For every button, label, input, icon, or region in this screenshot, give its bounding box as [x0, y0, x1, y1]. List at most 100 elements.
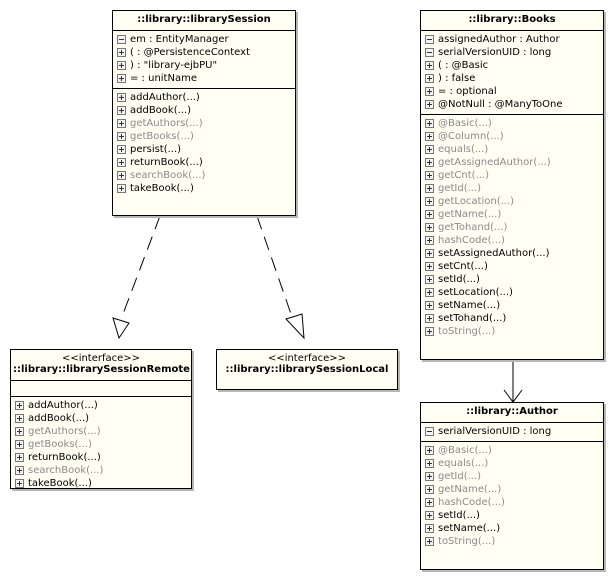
attribute-row[interactable]: serialVersionUID : long	[425, 425, 599, 438]
expand-plus-icon[interactable]	[425, 158, 434, 167]
expand-plus-icon[interactable]	[425, 537, 434, 546]
attribute-row[interactable]: ) : false	[425, 72, 599, 85]
expand-plus-icon[interactable]	[425, 184, 434, 193]
collapse-minus-icon[interactable]	[117, 35, 126, 44]
operation-row[interactable]: getAuthors(...)	[15, 425, 187, 438]
attribute-row[interactable]: ( : @Basic	[425, 59, 599, 72]
operation-row[interactable]: toString(...)	[425, 535, 599, 548]
attribute-row[interactable]: ( : @PersistenceContext	[117, 46, 291, 59]
expand-plus-icon[interactable]	[425, 275, 434, 284]
expand-plus-icon[interactable]	[117, 48, 126, 57]
class-books[interactable]: ::library::Books assignedAuthor : Author…	[420, 10, 604, 360]
expand-plus-icon[interactable]	[425, 262, 434, 271]
expand-plus-icon[interactable]	[425, 236, 434, 245]
attribute-row[interactable]: serialVersionUID : long	[425, 46, 599, 59]
operation-row[interactable]: setName(...)	[425, 299, 599, 312]
operation-row[interactable]: getBooks(...)	[15, 438, 187, 451]
expand-plus-icon[interactable]	[425, 100, 434, 109]
collapse-minus-icon[interactable]	[425, 427, 434, 436]
operation-row[interactable]: getBooks(...)	[117, 130, 291, 143]
expand-plus-icon[interactable]	[425, 327, 434, 336]
expand-plus-icon[interactable]	[117, 145, 126, 154]
operation-row[interactable]: hashCode(...)	[425, 234, 599, 247]
operation-row[interactable]: @Basic(...)	[425, 117, 599, 130]
expand-plus-icon[interactable]	[117, 61, 126, 70]
expand-plus-icon[interactable]	[15, 440, 24, 449]
attribute-row[interactable]: @NotNull : @ManyToOne	[425, 98, 599, 111]
operation-row[interactable]: toString(...)	[425, 325, 599, 338]
attribute-row[interactable]: = : optional	[425, 85, 599, 98]
operation-row[interactable]: getName(...)	[425, 208, 599, 221]
expand-plus-icon[interactable]	[425, 498, 434, 507]
operation-row[interactable]: setCnt(...)	[425, 260, 599, 273]
operation-row[interactable]: getAuthors(...)	[117, 117, 291, 130]
expand-plus-icon[interactable]	[425, 314, 434, 323]
operation-row[interactable]: hashCode(...)	[425, 496, 599, 509]
operation-row[interactable]: setTohand(...)	[425, 312, 599, 325]
expand-plus-icon[interactable]	[425, 119, 434, 128]
attribute-row[interactable]: ) : "library-ejbPU"	[117, 59, 291, 72]
expand-plus-icon[interactable]	[117, 158, 126, 167]
operation-row[interactable]: setAssignedAuthor(...)	[425, 247, 599, 260]
expand-plus-icon[interactable]	[425, 446, 434, 455]
expand-plus-icon[interactable]	[425, 223, 434, 232]
operation-row[interactable]: persist(...)	[117, 143, 291, 156]
expand-plus-icon[interactable]	[117, 74, 126, 83]
expand-plus-icon[interactable]	[425, 459, 434, 468]
operation-row[interactable]: getAssignedAuthor(...)	[425, 156, 599, 169]
expand-plus-icon[interactable]	[117, 132, 126, 141]
expand-plus-icon[interactable]	[117, 106, 126, 115]
expand-plus-icon[interactable]	[425, 472, 434, 481]
operation-row[interactable]: searchBook(...)	[117, 169, 291, 182]
expand-plus-icon[interactable]	[425, 485, 434, 494]
operation-row[interactable]: searchBook(...)	[15, 464, 187, 477]
operation-row[interactable]: returnBook(...)	[15, 451, 187, 464]
attribute-row[interactable]: assignedAuthor : Author	[425, 33, 599, 46]
expand-plus-icon[interactable]	[425, 524, 434, 533]
operation-row[interactable]: setLocation(...)	[425, 286, 599, 299]
operation-row[interactable]: addAuthor(...)	[15, 399, 187, 412]
operation-row[interactable]: returnBook(...)	[117, 156, 291, 169]
expand-plus-icon[interactable]	[117, 93, 126, 102]
operation-row[interactable]: addAuthor(...)	[117, 91, 291, 104]
operation-row[interactable]: getLocation(...)	[425, 195, 599, 208]
interface-library-session-remote[interactable]: <<interface>> ::library::librarySessionR…	[10, 349, 192, 489]
operation-row[interactable]: setId(...)	[425, 273, 599, 286]
expand-plus-icon[interactable]	[425, 74, 434, 83]
expand-plus-icon[interactable]	[425, 288, 434, 297]
collapse-minus-icon[interactable]	[425, 35, 434, 44]
expand-plus-icon[interactable]	[425, 197, 434, 206]
expand-plus-icon[interactable]	[425, 87, 434, 96]
operation-row[interactable]: getId(...)	[425, 182, 599, 195]
expand-plus-icon[interactable]	[425, 511, 434, 520]
expand-plus-icon[interactable]	[425, 61, 434, 70]
operation-row[interactable]: takeBook(...)	[15, 477, 187, 490]
operation-row[interactable]: getId(...)	[425, 470, 599, 483]
operation-row[interactable]: setId(...)	[425, 509, 599, 522]
operation-row[interactable]: @Column(...)	[425, 130, 599, 143]
class-author[interactable]: ::library::Author serialVersionUID : lon…	[420, 402, 604, 570]
expand-plus-icon[interactable]	[117, 119, 126, 128]
expand-plus-icon[interactable]	[15, 466, 24, 475]
expand-plus-icon[interactable]	[15, 479, 24, 488]
interface-library-session-local[interactable]: <<interface>> ::library::librarySessionL…	[216, 349, 398, 390]
expand-plus-icon[interactable]	[425, 171, 434, 180]
expand-plus-icon[interactable]	[117, 184, 126, 193]
operation-row[interactable]: equals(...)	[425, 457, 599, 470]
collapse-minus-icon[interactable]	[425, 48, 434, 57]
operation-row[interactable]: getTohand(...)	[425, 221, 599, 234]
expand-plus-icon[interactable]	[15, 453, 24, 462]
attribute-row[interactable]: em : EntityManager	[117, 33, 291, 46]
expand-plus-icon[interactable]	[15, 414, 24, 423]
class-library-session[interactable]: ::library::librarySession em : EntityMan…	[112, 10, 296, 216]
operation-row[interactable]: @Basic(...)	[425, 444, 599, 457]
operation-row[interactable]: setName(...)	[425, 522, 599, 535]
expand-plus-icon[interactable]	[425, 301, 434, 310]
operation-row[interactable]: getCnt(...)	[425, 169, 599, 182]
operation-row[interactable]: addBook(...)	[117, 104, 291, 117]
expand-plus-icon[interactable]	[117, 171, 126, 180]
operation-row[interactable]: addBook(...)	[15, 412, 187, 425]
expand-plus-icon[interactable]	[425, 249, 434, 258]
operation-row[interactable]: equals(...)	[425, 143, 599, 156]
expand-plus-icon[interactable]	[425, 145, 434, 154]
